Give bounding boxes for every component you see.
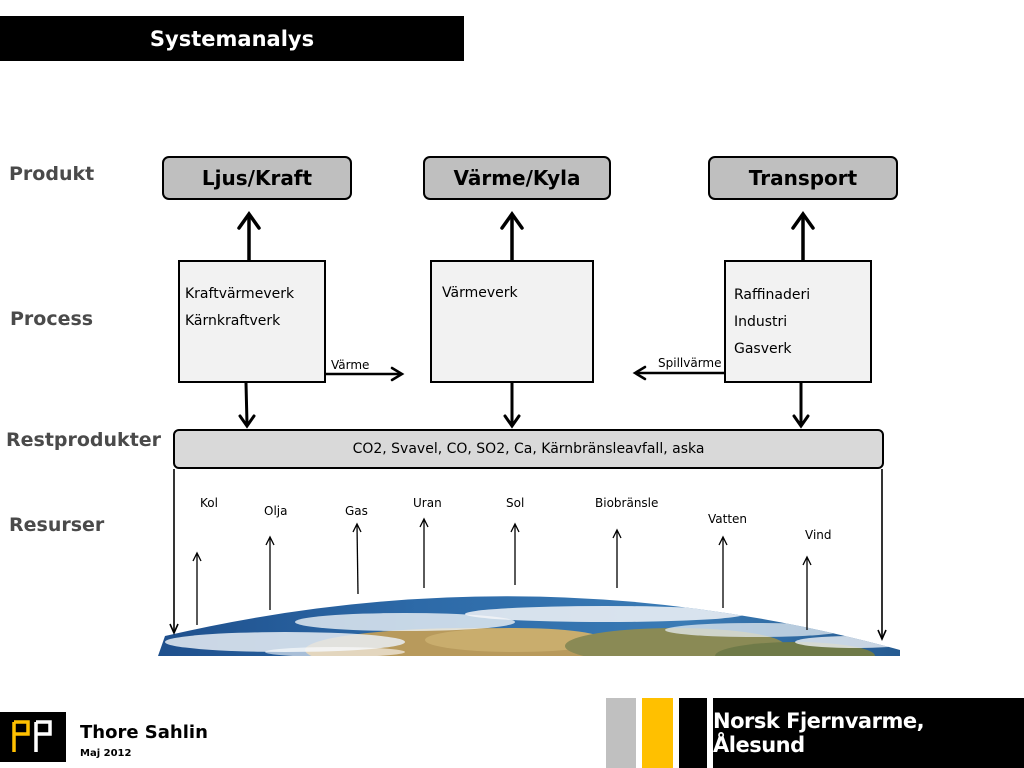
resource-label-biobransle: Biobränsle [595, 496, 659, 510]
row-label-process: Process [10, 308, 94, 330]
process-box-kraft: Kraftvärmeverk Kärnkraftverk [178, 260, 326, 383]
author-date: Maj 2012 [80, 748, 132, 759]
earth-image [158, 596, 900, 656]
product-box-transport: Transport [708, 156, 898, 200]
row-label-produkt: Produkt [9, 163, 95, 185]
process-item-raffinaderi: Raffinaderi [734, 287, 811, 303]
resource-label-vind: Vind [805, 528, 832, 542]
footer-stripe-black [679, 698, 707, 768]
resource-label-gas: Gas [345, 504, 368, 518]
label-varme: Värme [331, 358, 370, 372]
arrow-varme [323, 366, 405, 382]
footer-stripe-yellow [642, 698, 673, 768]
product-box-varme-kyla: Värme/Kyla [423, 156, 611, 200]
slide-title: Systemanalys [0, 16, 464, 61]
company-logo [0, 712, 66, 762]
resource-label-vatten: Vatten [708, 512, 748, 526]
process-item-varmeverk: Värmeverk [442, 285, 518, 301]
process-item-gasverk: Gasverk [734, 341, 792, 357]
arrow-spillvarme [632, 365, 726, 381]
resource-label-sol: Sol [506, 496, 525, 510]
process-item-karnkraftverk: Kärnkraftverk [185, 313, 281, 329]
arrow-rest-to-earth [169, 469, 887, 641]
row-label-resurser: Resurser [9, 514, 105, 536]
arrow-resources [192, 517, 812, 630]
process-box-transport: Raffinaderi Industri Gasverk [724, 260, 872, 383]
arrow-process-to-rest [238, 381, 810, 429]
product-box-ljus-kraft: Ljus/Kraft [162, 156, 352, 200]
process-box-varme: Värmeverk [430, 260, 594, 383]
process-item-industri: Industri [734, 314, 788, 330]
label-spillvarme: Spillvärme [658, 356, 722, 370]
pp-logo-icon [12, 720, 52, 752]
resource-label-uran: Uran [413, 496, 442, 510]
footer-organization: Norsk Fjernvarme, Ålesund [713, 698, 1024, 768]
footer-stripe-gray [606, 698, 636, 768]
resource-label-olja: Olja [264, 504, 288, 518]
resource-label-kol: Kol [200, 496, 218, 510]
author-name: Thore Sahlin [80, 722, 208, 743]
row-label-restprodukter: Restprodukter [6, 429, 162, 451]
process-item-kraftvarmeverk: Kraftvärmeverk [185, 286, 295, 302]
restprodukter-box: CO2, Svavel, CO, SO2, Ca, Kärnbränsleavf… [173, 429, 884, 469]
arrow-process-to-product [237, 210, 815, 262]
